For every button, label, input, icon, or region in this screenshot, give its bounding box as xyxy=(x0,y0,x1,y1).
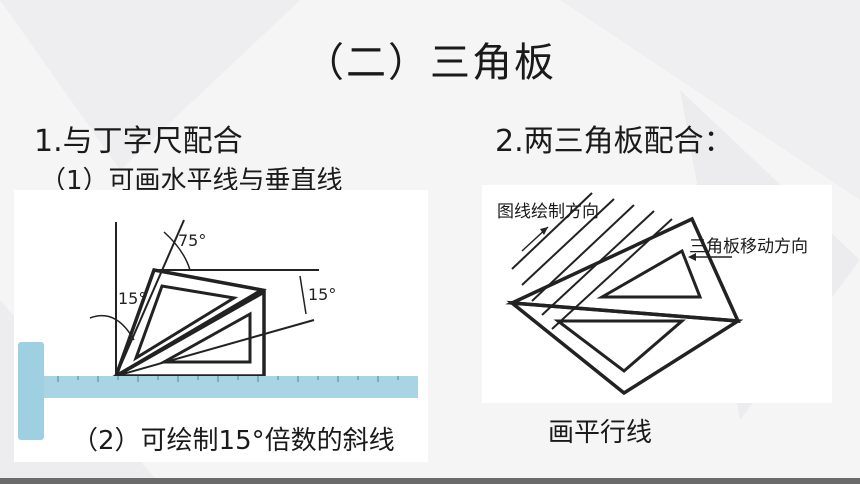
label-line-direction: 图线绘制方向 xyxy=(497,202,599,222)
figure-two-triangles xyxy=(482,185,832,403)
item-15-degree-lines: （2）可绘制15°倍数的斜线 xyxy=(72,426,395,456)
parallel-lines-diagram xyxy=(505,192,744,396)
heading-right: 2.两三角板配合： xyxy=(495,124,734,159)
slide-title: （二）三角板 xyxy=(304,40,556,86)
angle-label-right: 15° xyxy=(308,285,336,304)
label-move-direction: 三角板移动方向 xyxy=(689,237,808,257)
tsquare-ruler xyxy=(18,342,418,440)
angle-label-top: 75° xyxy=(178,231,206,250)
angle-label-left: 15° xyxy=(118,289,146,308)
heading-left: 1.与丁字尺配合 xyxy=(34,124,243,159)
bottom-bar xyxy=(0,478,860,484)
caption-parallel-lines: 画平行线 xyxy=(548,418,653,448)
figure-tsquare-triangles: 75° 15° 15° xyxy=(14,190,428,462)
